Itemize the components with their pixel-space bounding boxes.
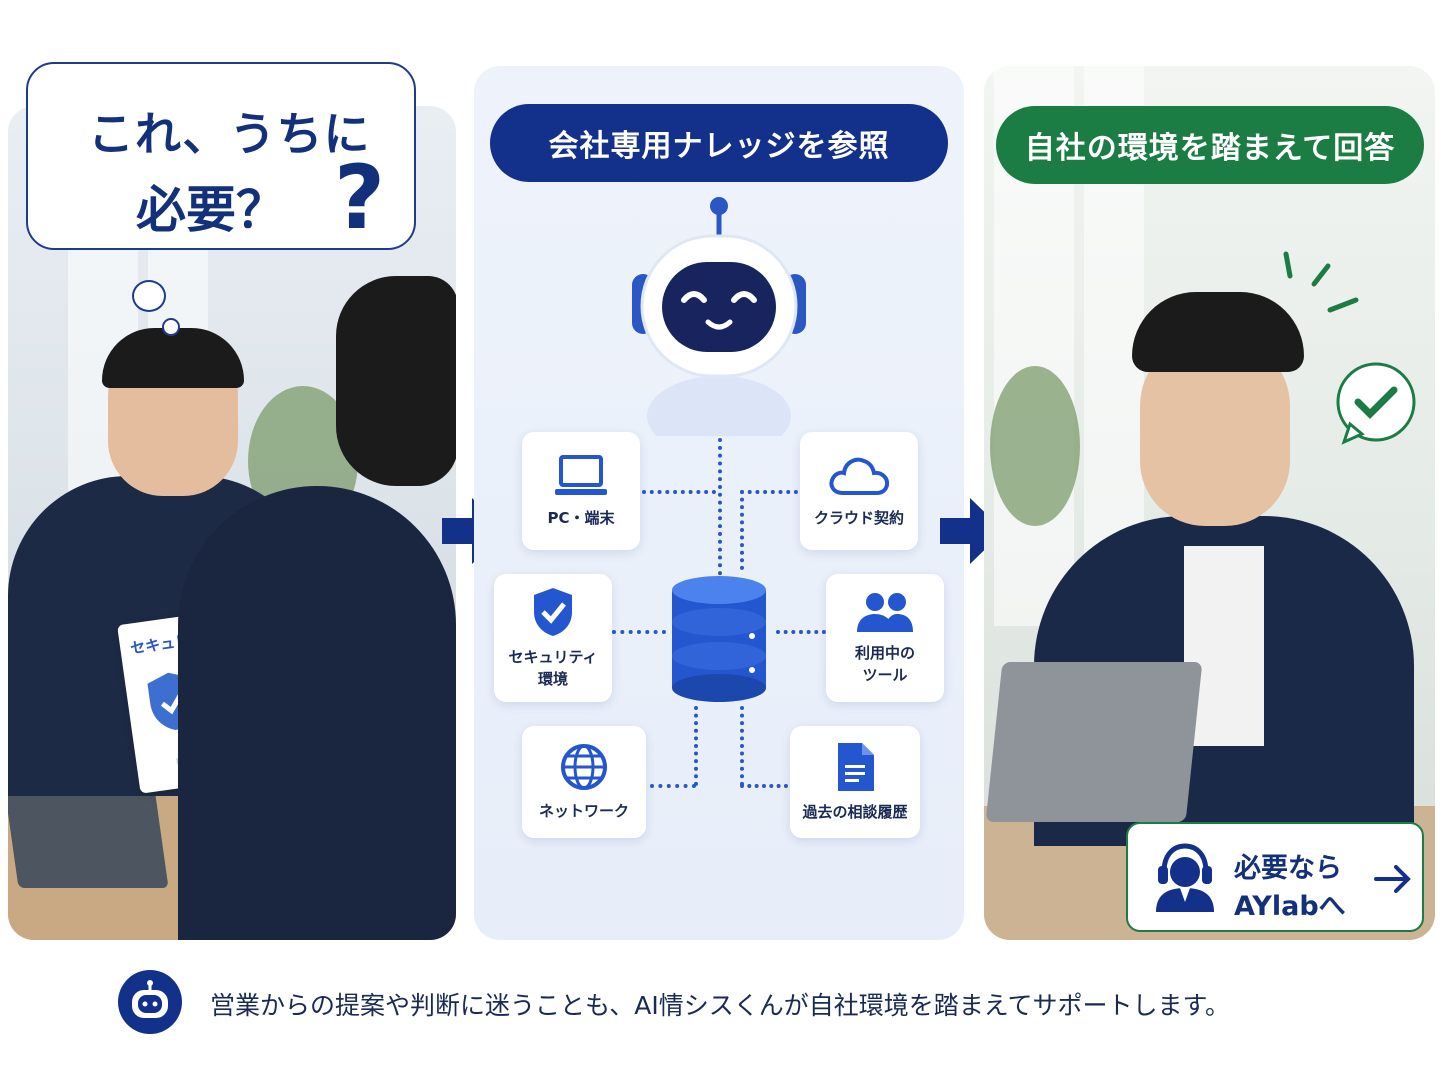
document-icon — [838, 743, 874, 791]
smiling-person-shirt — [1184, 546, 1264, 746]
connector-line — [776, 630, 826, 634]
check-bubble-icon — [1336, 362, 1416, 445]
connector-line — [612, 630, 666, 634]
laptop-icon — [555, 455, 607, 495]
arrow-right-icon[interactable] — [1374, 864, 1412, 894]
users-icon — [857, 593, 913, 632]
globe-icon — [561, 744, 607, 790]
card-label: ネットワーク — [538, 802, 629, 820]
card-pc-device: PC・端末 — [522, 432, 640, 550]
connector-line — [650, 784, 696, 788]
thought-text-line2: 必要？ — [136, 181, 286, 239]
robot-icon — [132, 980, 168, 1018]
card-consultation-history: 過去の相談履歴 — [790, 726, 920, 838]
card-label: 利用中の ツール — [854, 644, 915, 684]
answer-header: 自社の環境を踏まえて回答 — [996, 106, 1424, 184]
thought-dot — [162, 318, 180, 336]
robot-icon — [632, 197, 806, 436]
card-security-environment: セキュリティ 環境 — [494, 574, 612, 702]
database-icon — [672, 576, 766, 702]
connector-line — [740, 784, 788, 788]
satisfied-employee-scene — [984, 66, 1435, 940]
confused-person-hair — [102, 328, 244, 388]
cta-line2: AYlabへ — [1234, 891, 1346, 922]
knowledge-panel: PC・端末 クラウド契約 セキュリティ 環境 利用中の ツール ネットワーク 過… — [474, 66, 964, 940]
card-cloud-contract: クラウド契約 — [800, 432, 918, 550]
connector-line — [740, 706, 744, 786]
aylab-cta[interactable]: 必要なら AYlabへ — [1126, 822, 1424, 932]
thought-text-line1: これ、うちに — [88, 107, 371, 161]
arrow-right-icon — [940, 498, 1004, 564]
connector-line — [642, 490, 716, 494]
thought-dot — [132, 280, 166, 312]
thought-bubble: これ、うちに 必要？ ? — [26, 62, 416, 250]
connector-line — [718, 438, 722, 638]
laptop — [985, 662, 1203, 822]
card-label: 過去の相談履歴 — [802, 803, 908, 821]
knowledge-header: 会社専用ナレッジを参照 — [490, 104, 948, 182]
footer-caption: 営業からの提案や判断に迷うことも、AI情シスくんが自社環境を踏まえてサポートしま… — [210, 991, 1230, 1020]
sparkle-icon — [1283, 251, 1359, 313]
support-agent-icon — [1156, 843, 1214, 912]
card-label: クラウド契約 — [813, 509, 904, 527]
cloud-icon — [829, 457, 890, 495]
card-network: ネットワーク — [522, 726, 646, 838]
salesperson-back — [178, 486, 456, 940]
office-plant — [990, 366, 1080, 526]
card-label: PC・端末 — [547, 509, 615, 527]
cta-line1: 必要なら — [1234, 853, 1342, 884]
connector-line — [740, 490, 744, 570]
card-label: セキュリティ 環境 — [508, 648, 598, 688]
shield-check-icon — [534, 588, 572, 636]
robot-badge-icon — [118, 970, 182, 1034]
question-mark-icon: ? — [334, 146, 386, 249]
smiling-person-hair — [1132, 292, 1304, 372]
salesperson-head — [336, 276, 456, 486]
connector-line — [740, 490, 798, 494]
connector-line — [694, 706, 698, 786]
card-tools-in-use: 利用中の ツール — [826, 574, 944, 702]
